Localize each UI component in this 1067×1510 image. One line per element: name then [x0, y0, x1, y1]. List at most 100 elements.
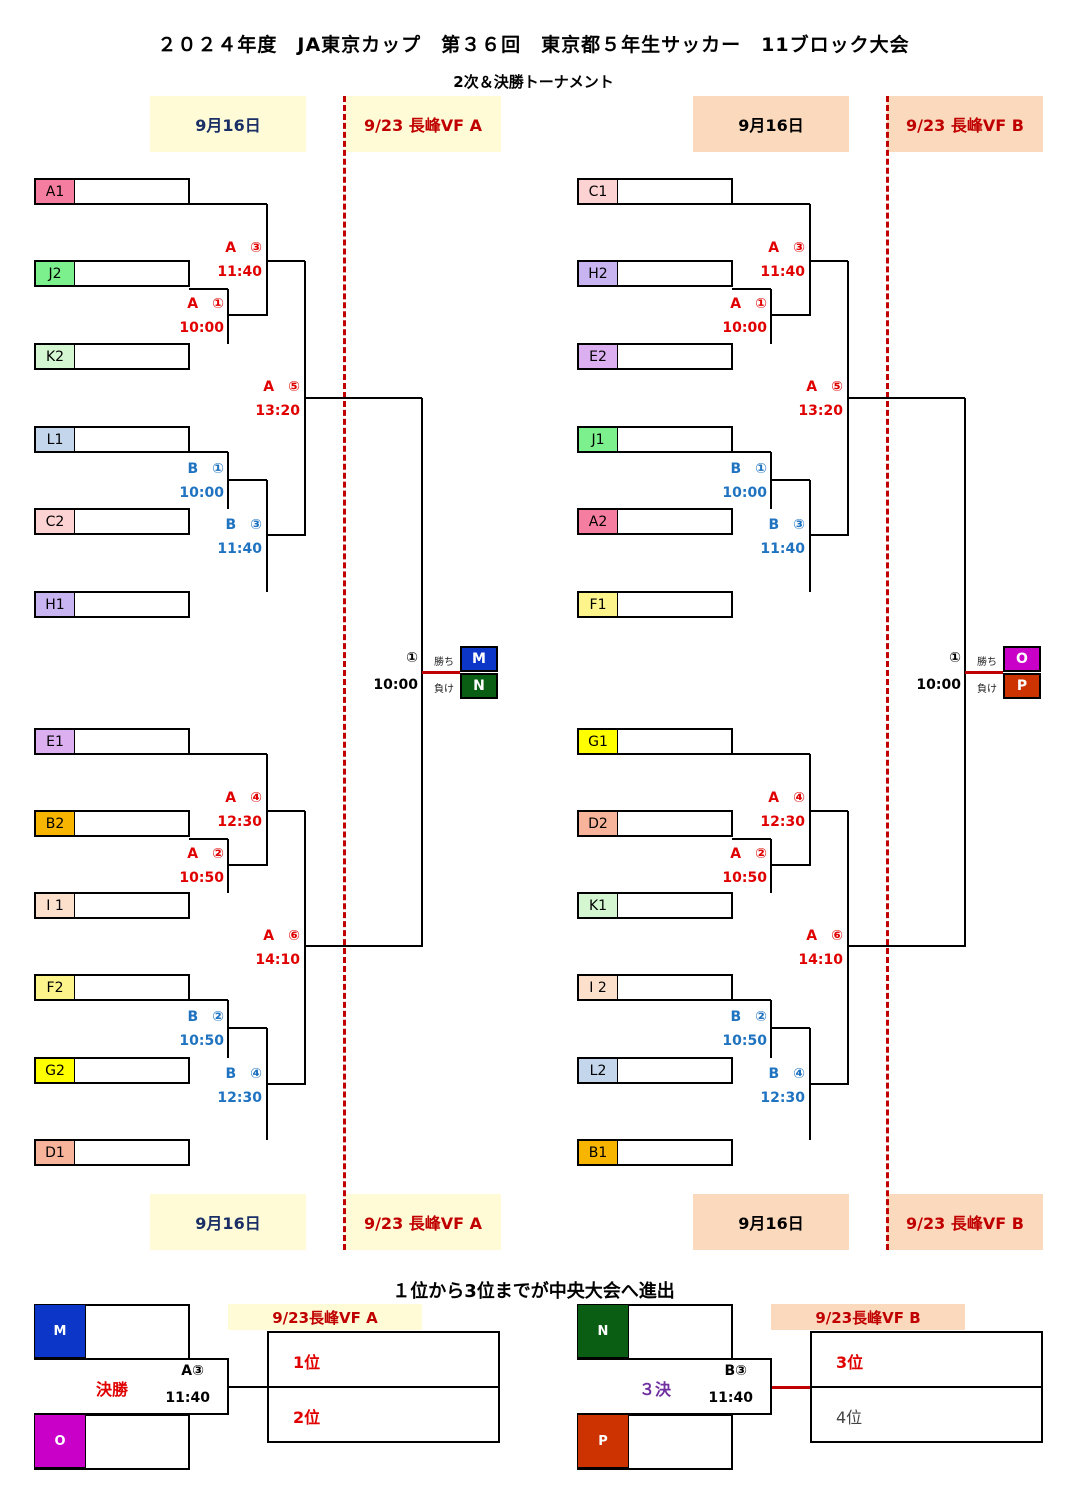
team-slot[interactable]: B1: [577, 1139, 733, 1166]
date-header-right: 9月16日: [693, 1194, 849, 1250]
match-time-label: 12:30: [760, 1090, 805, 1106]
team-slot[interactable]: H1: [34, 591, 190, 618]
team-code: B2: [36, 812, 75, 835]
final-time: 11:40: [165, 1390, 210, 1406]
bracket-line: [189, 203, 267, 205]
match-time-label: 10:00: [179, 320, 224, 336]
match-court-label: B ②: [730, 1009, 767, 1025]
final-team-top: M: [34, 1304, 86, 1358]
bracket-line: [266, 480, 268, 592]
final-match-number: ①: [406, 650, 418, 666]
bracket-line: [305, 397, 422, 399]
match-court-label: B ①: [187, 461, 224, 477]
match-time-label: 12:30: [217, 1090, 262, 1106]
venue-b-header: 9/23 長峰VF B: [887, 1194, 1043, 1250]
match-court-label: A ⑥: [806, 928, 843, 944]
winner-label: 勝ち: [977, 657, 997, 668]
match-court-label: A ①: [730, 296, 767, 312]
final-match-number: ①: [949, 650, 961, 666]
venue-a-header: 9/23 長峰VF A: [345, 1194, 501, 1250]
advancement-note: １位から3位までが中央大会へ進出: [392, 1281, 675, 1302]
team-slot[interactable]: I 1: [34, 892, 190, 919]
match-court-label: A ④: [768, 790, 805, 806]
bracket-line: [771, 864, 810, 866]
team-slot[interactable]: L1: [34, 426, 190, 453]
match-time-label: 10:00: [722, 485, 767, 501]
team-slot[interactable]: A1: [34, 178, 190, 205]
team-code: I 1: [36, 894, 75, 917]
team-slot[interactable]: J1: [577, 426, 733, 453]
team-slot[interactable]: E2: [577, 343, 733, 370]
final-time: 11:40: [708, 1390, 753, 1406]
final-result-connector: [422, 670, 460, 674]
team-slot[interactable]: L2: [577, 1057, 733, 1084]
team-slot[interactable]: G1: [577, 728, 733, 755]
final-team-bottom: O: [34, 1414, 86, 1468]
bracket-line: [228, 314, 267, 316]
match-court-label: B ③: [225, 517, 262, 533]
bracket-line: [732, 451, 771, 453]
match-time-label: 10:50: [179, 870, 224, 886]
team-slot[interactable]: E1: [34, 728, 190, 755]
bracket-line: [809, 480, 811, 592]
rank-label-top: 3位: [836, 1353, 864, 1372]
bracket-line: [228, 1027, 267, 1029]
bracket-line: [227, 1000, 229, 1058]
bracket-line: [732, 999, 771, 1001]
bracket-line: [732, 753, 810, 755]
team-slot[interactable]: K2: [34, 343, 190, 370]
bracket-line: [228, 864, 267, 866]
team-slot[interactable]: B2: [34, 810, 190, 837]
rank-box-top: [267, 1331, 500, 1388]
match-time-label: 10:50: [179, 1033, 224, 1049]
bracket-line: [770, 1000, 772, 1058]
venue-a-header: 9/23 長峰VF A: [345, 96, 501, 152]
team-slot[interactable]: A2: [577, 508, 733, 535]
team-code: D2: [579, 812, 618, 835]
team-code: H2: [579, 262, 618, 285]
match-time-label: 10:00: [722, 320, 767, 336]
date-header-left: 9月16日: [150, 1194, 306, 1250]
bracket-line: [810, 534, 848, 536]
final-match-box: [577, 1358, 772, 1415]
match-court-label: B ②: [187, 1009, 224, 1025]
bracket-line: [267, 1083, 305, 1085]
final-venue-label: 9/23長峰VF A: [228, 1304, 422, 1330]
team-code: E1: [36, 730, 75, 753]
winner-slot: O: [1003, 646, 1041, 672]
team-slot[interactable]: F1: [577, 591, 733, 618]
match-time-label: 11:40: [217, 264, 262, 280]
team-slot[interactable]: C2: [34, 508, 190, 535]
match-time-label: 11:40: [760, 264, 805, 280]
match-time-label: 12:30: [760, 814, 805, 830]
bracket-line: [267, 810, 305, 812]
team-slot[interactable]: J2: [34, 260, 190, 287]
final-match-name: ３決: [638, 1380, 671, 1399]
team-slot[interactable]: G2: [34, 1057, 190, 1084]
team-code: C2: [36, 510, 75, 533]
team-slot[interactable]: K1: [577, 892, 733, 919]
bracket-line: [732, 838, 771, 840]
bracket-line: [810, 810, 848, 812]
match-court-label: A ④: [225, 790, 262, 806]
match-court-label: A ⑤: [263, 379, 300, 395]
team-slot[interactable]: H2: [577, 260, 733, 287]
final-match-time: 10:00: [916, 677, 961, 693]
match-time-label: 13:20: [255, 403, 300, 419]
team-slot[interactable]: F2: [34, 974, 190, 1001]
team-code: L2: [579, 1059, 618, 1082]
bracket-line: [228, 479, 267, 481]
team-slot[interactable]: D2: [577, 810, 733, 837]
final-court: B③: [724, 1363, 747, 1379]
team-slot[interactable]: C1: [577, 178, 733, 205]
loser-slot: N: [460, 673, 498, 699]
bracket-line: [848, 945, 965, 947]
team-slot[interactable]: I 2: [577, 974, 733, 1001]
final-venue-label: 9/23長峰VF B: [771, 1304, 965, 1330]
bracket-line: [810, 260, 848, 262]
rank-box-top: [810, 1331, 1043, 1388]
team-code: K2: [36, 345, 75, 368]
team-code: F1: [579, 593, 618, 616]
bracket-line: [189, 999, 228, 1001]
team-slot[interactable]: D1: [34, 1139, 190, 1166]
